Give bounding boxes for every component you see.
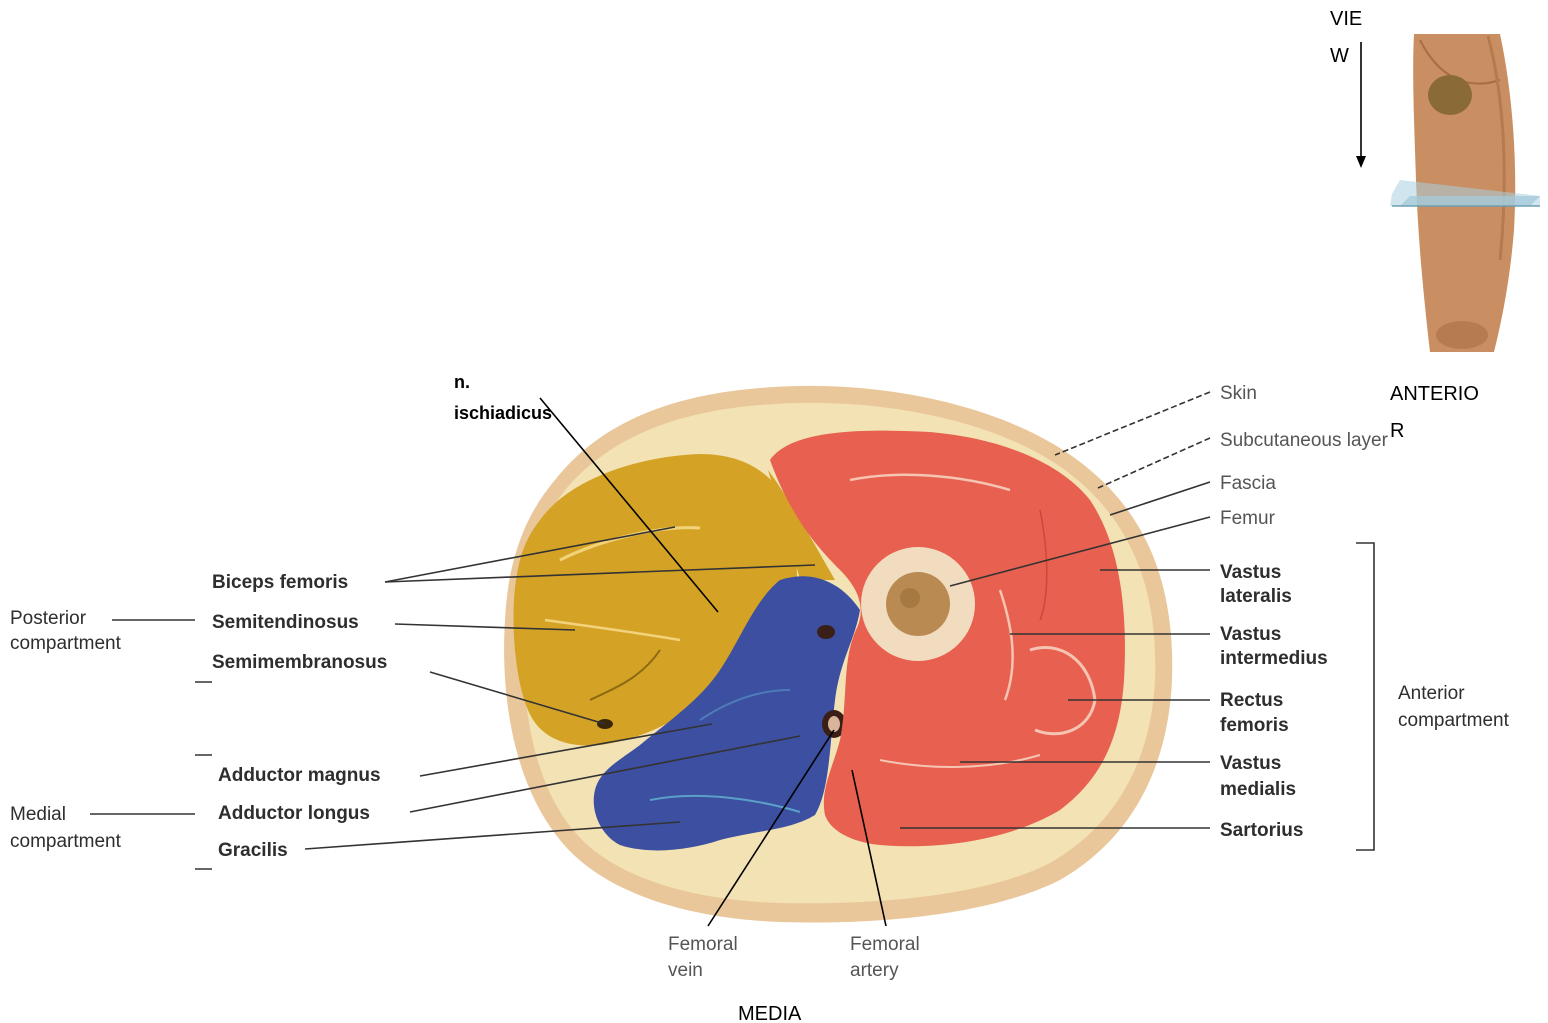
label-femoral-vein-2: vein bbox=[668, 960, 703, 981]
posterior-label-line2: compartment bbox=[10, 633, 122, 654]
medial-compartment-label: Medial compartment bbox=[10, 755, 212, 869]
label-vastus-intermedius-2: intermedius bbox=[1220, 648, 1328, 669]
nerve-label-line2: ischiadicus bbox=[454, 403, 552, 423]
label-skin: Skin bbox=[1220, 383, 1257, 404]
view-label-line1: VIE bbox=[1330, 8, 1362, 30]
anterior-label-line1: ANTERIO bbox=[1390, 383, 1479, 405]
thigh-plane-icon bbox=[1390, 34, 1540, 352]
label-gracilis: Gracilis bbox=[218, 840, 288, 861]
label-adductor-longus: Adductor longus bbox=[218, 803, 370, 824]
label-vastus-medialis-2: medialis bbox=[1220, 779, 1296, 800]
down-arrow-icon bbox=[1356, 42, 1366, 168]
label-semimembranosus: Semimembranosus bbox=[212, 652, 387, 673]
label-subcutaneous-layer: Subcutaneous layer bbox=[1220, 430, 1389, 451]
label-fascia: Fascia bbox=[1220, 473, 1276, 494]
anterior-label: ANTERIO R bbox=[1390, 383, 1479, 442]
label-femoral-vein-1: Femoral bbox=[668, 934, 738, 955]
label-rectus-femoris-1: Rectus bbox=[1220, 690, 1283, 711]
posterior-label-line1: Posterior bbox=[10, 608, 87, 629]
label-rectus-femoris-2: femoris bbox=[1220, 715, 1289, 736]
cross-section bbox=[504, 386, 1172, 923]
label-semitendinosus: Semitendinosus bbox=[212, 612, 359, 633]
anterior-comp-line1: Anterior bbox=[1398, 683, 1465, 704]
medial-label-line2: compartment bbox=[10, 831, 122, 852]
label-adductor-magnus: Adductor magnus bbox=[218, 765, 381, 786]
medial-label-line1: Medial bbox=[10, 804, 66, 825]
label-biceps-femoris: Biceps femoris bbox=[212, 572, 348, 593]
label-femoral-artery-2: artery bbox=[850, 960, 899, 981]
nerve-label-line1: n. bbox=[454, 372, 470, 392]
label-vastus-lateralis-1: Vastus bbox=[1220, 562, 1281, 583]
label-femoral-artery-1: Femoral bbox=[850, 934, 920, 955]
label-sartorius: Sartorius bbox=[1220, 820, 1303, 841]
posterior-compartment-label: Posterior compartment bbox=[10, 608, 212, 682]
view-indicator: VIE W bbox=[1330, 8, 1366, 168]
anterior-label-line2: R bbox=[1390, 420, 1404, 442]
medial-orientation-label: MEDIA bbox=[738, 1003, 802, 1023]
label-femur: Femur bbox=[1220, 508, 1276, 529]
anterior-compartment-label: Anterior compartment bbox=[1356, 543, 1510, 850]
label-vastus-lateralis-2: lateralis bbox=[1220, 586, 1292, 607]
anterior-comp-line2: compartment bbox=[1398, 710, 1510, 731]
label-vastus-medialis-1: Vastus bbox=[1220, 753, 1281, 774]
view-label-line2: W bbox=[1330, 45, 1349, 67]
label-vastus-intermedius-1: Vastus bbox=[1220, 624, 1281, 645]
